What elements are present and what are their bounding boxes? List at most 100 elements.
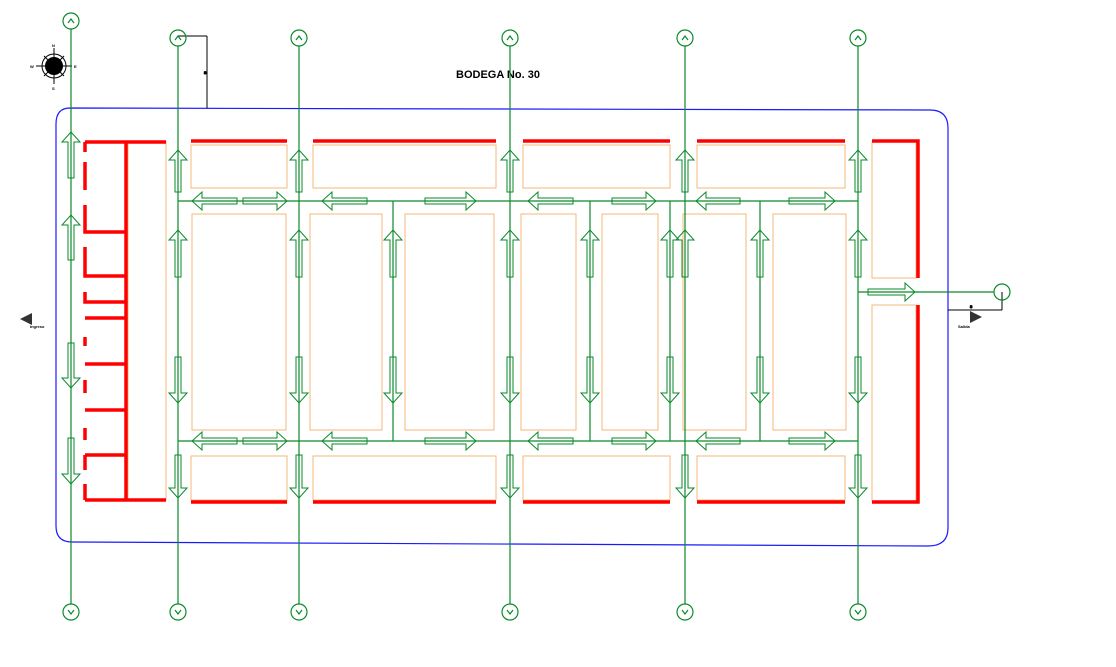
drawing-title: BODEGA No. 30 — [456, 69, 540, 81]
flow-arrow-up — [499, 229, 521, 278]
axis-marker-top — [290, 29, 308, 47]
storage-rack — [696, 455, 846, 501]
wall — [83, 292, 126, 304]
arrow-up-icon — [174, 35, 182, 41]
arrow-up-icon — [854, 35, 862, 41]
flow-arrow-down — [60, 342, 82, 389]
storage-racks — [127, 141, 917, 502]
wall — [872, 139, 920, 278]
storage-rack — [772, 213, 847, 431]
flow-arrow-left — [527, 430, 574, 452]
flow-arrow-down — [499, 356, 521, 404]
axis-marker-bottom — [676, 603, 694, 621]
compass-east: E — [74, 64, 77, 69]
axis-marker-top — [501, 29, 519, 47]
arrow-up-icon — [681, 35, 689, 41]
storage-rack — [520, 213, 577, 431]
axis-marker-bottom — [501, 603, 519, 621]
flow-arrow-right — [242, 190, 288, 212]
flow-arrow-right — [867, 281, 916, 303]
arrow-up-icon — [506, 35, 514, 41]
storage-rack — [191, 213, 287, 431]
wall — [83, 247, 126, 278]
flow-arrow-up — [579, 229, 601, 278]
flow-arrow-up — [60, 131, 82, 179]
flow-arrow-right — [242, 430, 288, 452]
storage-rack — [404, 213, 495, 431]
axis-marker-bottom — [169, 603, 187, 621]
flow-arrow-up — [167, 149, 189, 193]
flow-arrow-down — [659, 356, 681, 404]
flow-arrow-down — [674, 454, 696, 499]
compass-south: S — [52, 86, 55, 91]
flow-arrow-up — [382, 229, 404, 278]
axis-marker-bottom — [849, 603, 867, 621]
flow-arrow-down — [749, 356, 771, 404]
flow-arrow-up — [847, 149, 869, 193]
entry-label: Ingreso — [30, 324, 45, 329]
wall — [83, 453, 126, 470]
wall — [872, 305, 920, 504]
arrow-down-icon — [854, 609, 862, 615]
axis-marker-top — [849, 29, 867, 47]
flow-arrow-down — [847, 454, 869, 499]
storage-rack — [190, 455, 288, 501]
axis-marker-bottom — [62, 603, 80, 621]
storage-rack — [682, 213, 747, 431]
flow-arrow-up — [749, 229, 771, 278]
flow-arrow-down — [579, 356, 601, 404]
arrow-down-icon — [681, 609, 689, 615]
flow-arrow-right — [788, 190, 836, 212]
exit-marker: Salida — [958, 311, 982, 329]
flow-arrow-left — [321, 190, 368, 212]
arrow-up-icon — [295, 35, 303, 41]
compass-west: W — [30, 64, 34, 69]
flow-arrow-up — [288, 229, 310, 278]
flow-arrow-up — [674, 149, 696, 193]
storage-rack — [309, 213, 383, 431]
flow-arrow-right — [611, 190, 657, 212]
storage-rack — [190, 144, 288, 189]
flow-arrow-down — [847, 356, 869, 404]
dimension-top-label: 8 — [204, 70, 207, 75]
storage-rack — [871, 304, 917, 502]
flow-arrow-down — [60, 437, 82, 485]
flow-arrow-down — [288, 356, 310, 404]
storage-rack — [696, 144, 846, 189]
site-boundary — [55, 107, 949, 547]
flow-arrow-down — [167, 454, 189, 499]
flow-arrow-left — [695, 190, 741, 212]
axis-marker-top — [62, 12, 80, 30]
flow-arrow-right — [788, 430, 836, 452]
storage-rack — [871, 141, 917, 279]
dimension-top: 8 — [178, 35, 208, 108]
flow-arrow-up — [659, 229, 681, 278]
flow-arrows — [60, 131, 916, 499]
flow-arrow-up — [167, 229, 189, 278]
compass-north: N — [52, 43, 55, 48]
dimension-right-label: 8 — [970, 304, 973, 309]
storage-rack — [522, 144, 671, 189]
arrow-down-icon — [506, 609, 514, 615]
flow-arrow-left — [191, 190, 238, 212]
flow-arrow-down — [288, 454, 310, 499]
storage-rack — [522, 455, 671, 501]
flow-arrow-left — [321, 430, 368, 452]
exit-label: Salida — [958, 324, 971, 329]
compass-rose-icon: N S E W — [30, 43, 77, 91]
flow-arrow-down — [167, 356, 189, 404]
flow-arrow-up — [288, 149, 310, 193]
grid-axes — [62, 12, 1011, 621]
flow-arrow-right — [611, 430, 657, 452]
wall — [83, 205, 126, 234]
storage-rack — [127, 141, 167, 501]
storage-rack — [601, 213, 659, 431]
axis-marker-top — [169, 29, 187, 47]
axis-marker-right — [993, 283, 1011, 301]
flow-arrow-up — [60, 214, 82, 261]
arrow-down-icon — [174, 609, 182, 615]
flow-arrow-left — [695, 430, 741, 452]
flow-arrow-up — [847, 229, 869, 278]
flow-arrow-left — [527, 190, 574, 212]
